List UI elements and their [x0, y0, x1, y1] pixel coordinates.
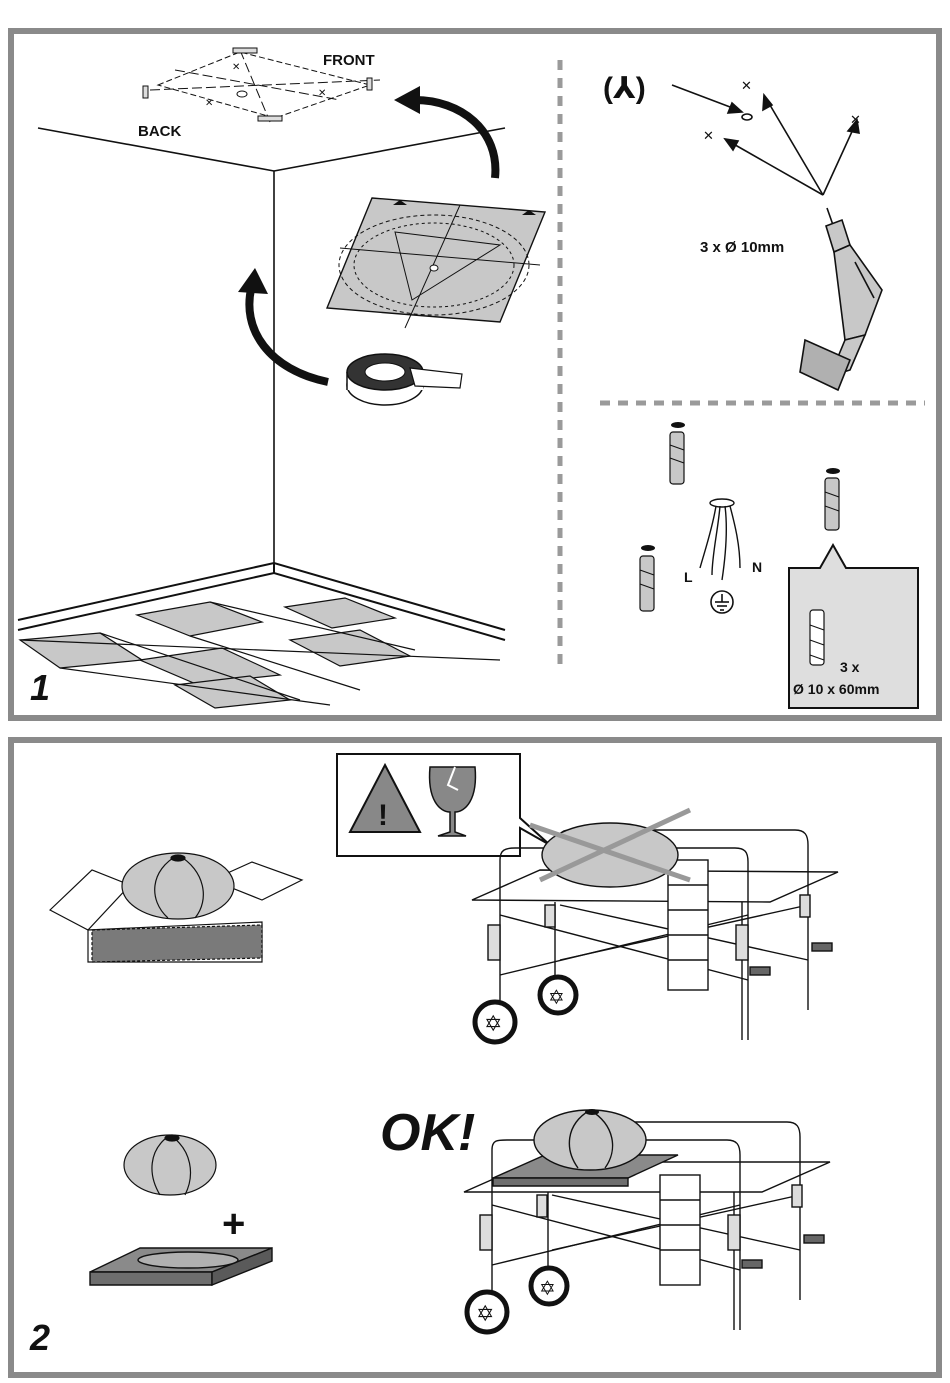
mark-x: ✕ — [703, 128, 714, 143]
label-front: FRONT — [323, 52, 375, 69]
mark-x: ✕ — [318, 88, 326, 99]
curved-arrow-icon — [238, 268, 328, 382]
step-2-panel — [8, 737, 942, 1378]
wall-plug-icon — [825, 468, 840, 530]
mark-x: ✕ — [232, 62, 240, 73]
anchor-count-label: 3 x — [840, 659, 860, 675]
bracket-symbol-icon: (⅄) — [603, 72, 646, 105]
wall-plug-icon — [640, 545, 655, 611]
adhesive-tape-roll — [347, 354, 462, 405]
wire-neutral-label: N — [752, 559, 762, 575]
wire-live-label: L — [684, 569, 693, 585]
ground-earth-icon — [711, 591, 733, 613]
electrical-wires — [700, 499, 740, 580]
power-drill-icon — [800, 208, 882, 390]
curved-arrow-icon — [394, 86, 495, 178]
wall-plug-icon — [670, 422, 685, 484]
drill-spec-label: 3 x Ø 10mm — [700, 239, 784, 256]
drill-direction-arrows — [672, 85, 859, 195]
anchor-size-label: Ø 10 x 60mm — [793, 681, 879, 697]
step-number: 1 — [30, 667, 50, 708]
mark-x: ✕ — [850, 112, 861, 127]
mark-x: ✕ — [741, 78, 752, 93]
paper-template-sheet — [327, 198, 545, 328]
label-back: BACK — [138, 123, 181, 140]
mark-x: ✕ — [205, 98, 213, 109]
